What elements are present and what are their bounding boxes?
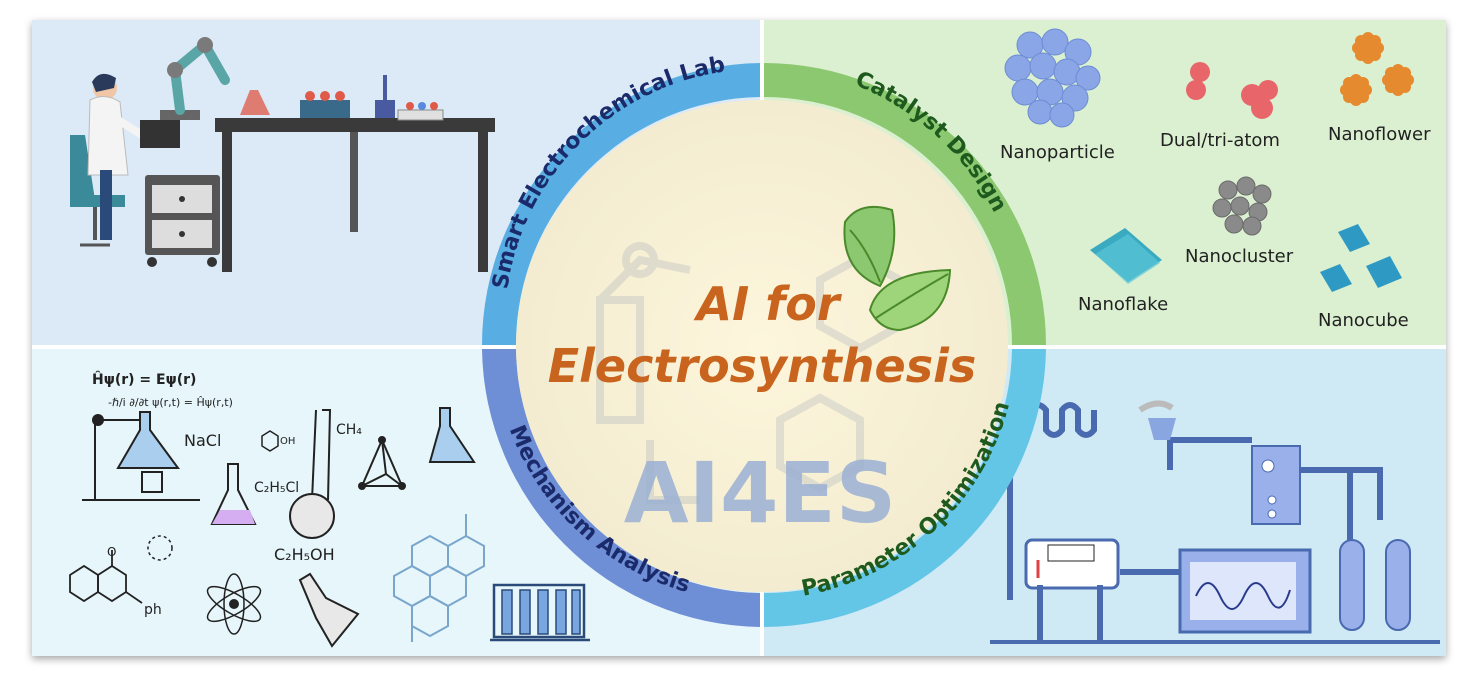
nanoflower-icon <box>1340 32 1414 106</box>
reactor-equipment <box>990 400 1440 644</box>
nanocluster-icon <box>1212 176 1272 236</box>
leaf-icon <box>843 206 952 332</box>
nanocube-label: Nanocube <box>1318 310 1409 331</box>
ch4-label: CH₄ <box>336 422 362 438</box>
abbreviation-label: AI4ES <box>624 444 897 542</box>
oxygen-label: O <box>107 545 116 559</box>
mechanism-sketches <box>69 407 590 648</box>
dual-tri-atom-icon <box>1186 62 1278 119</box>
nacl-label: NaCl <box>184 431 221 450</box>
c2h5cl-label: C₂H₅Cl <box>254 480 299 496</box>
dual-tri-atom-label: Dual/tri-atom <box>1160 130 1280 151</box>
nanoflower-label: Nanoflower <box>1328 124 1431 145</box>
nanocluster-label: Nanocluster <box>1185 246 1294 267</box>
lab-illustration <box>70 37 495 272</box>
mechanism-text: Ĥψ(r) = Eψ(r) -ℏ/i ∂/∂t ψ(r,t) = Ĥψ(r,t)… <box>92 371 362 618</box>
ring-segment-mechanism <box>482 349 760 627</box>
ring-segment-catalyst <box>764 63 1046 345</box>
title-line-1: AI for <box>693 277 842 331</box>
title-line-2: Electrosynthesis <box>548 339 977 393</box>
nanocube-icon <box>1320 224 1402 292</box>
schrodinger-equation: Ĥψ(r) = Eψ(r) <box>92 371 196 388</box>
nanoparticle-icon <box>1004 28 1101 128</box>
nanoparticle-label: Nanoparticle <box>1000 142 1115 163</box>
ph-label: ph <box>144 602 162 618</box>
ring-segment-parameter <box>764 349 1046 628</box>
nanoflake-label: Nanoflake <box>1078 294 1168 315</box>
ring-segment-smart-lab <box>481 63 760 345</box>
c2h5oh-label: C₂H₅OH <box>274 545 335 564</box>
center-title: AI for Electrosynthesis AI4ES <box>548 277 977 542</box>
nanoflake-icon <box>1090 228 1162 284</box>
catalyst-labels: Nanoparticle Dual/tri-atom Nanoflower Na… <box>1000 124 1431 331</box>
time-dependent-equation: -ℏ/i ∂/∂t ψ(r,t) = Ĥψ(r,t) <box>108 396 233 409</box>
oh-label: OH <box>280 436 295 447</box>
